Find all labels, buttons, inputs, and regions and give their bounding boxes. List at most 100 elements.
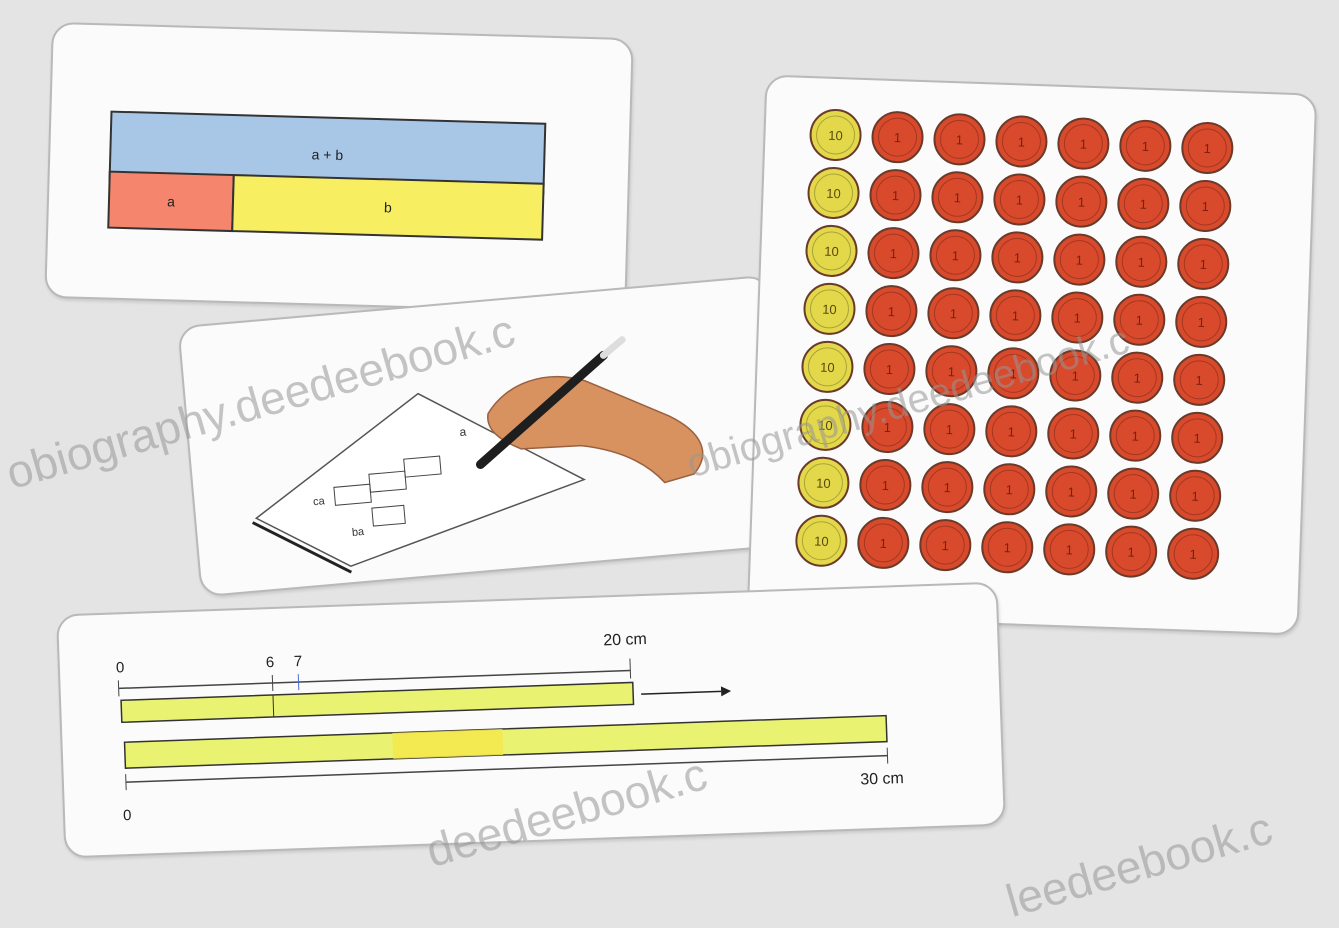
ones-counter (981, 521, 1034, 574)
ones-counter (861, 400, 914, 453)
ones-counter (1109, 409, 1162, 462)
counter-ring (1185, 186, 1225, 226)
ones-counter (1057, 117, 1110, 170)
ones-counter (869, 169, 922, 222)
counter-ring (1059, 240, 1099, 280)
ones-counter-label: 1 (1195, 373, 1203, 388)
ones-counter (859, 458, 912, 511)
counter-ring (1173, 534, 1213, 574)
ones-counter (1179, 179, 1232, 232)
ones-counter (1043, 523, 1096, 576)
tens-counter (797, 456, 850, 509)
counter-ring (1061, 182, 1101, 222)
ones-counter-label: 1 (1065, 542, 1073, 557)
counter-ring (1113, 474, 1153, 514)
ones-counter (931, 171, 984, 224)
ones-counter (1051, 291, 1104, 344)
ones-counter (1045, 465, 1098, 518)
counter-ring (1053, 413, 1093, 453)
ones-counter-label: 1 (1005, 482, 1013, 497)
top-scale-line (118, 669, 631, 690)
ones-counter-label: 1 (1075, 252, 1083, 267)
measure-card: 0 6 7 20 cm 30 cm 0 (56, 581, 1006, 859)
sketch-box-2 (368, 470, 407, 493)
sketch-label-mid: ca (313, 495, 326, 508)
strip-divider-6 (272, 694, 275, 717)
ones-counter-label: 1 (1016, 192, 1024, 207)
counter-ring (805, 405, 845, 445)
mark-6-label: 6 (266, 654, 275, 671)
ones-counter-label: 1 (1007, 424, 1015, 439)
bar-model-svg: a + b a b (107, 110, 547, 241)
ones-counter-label: 1 (952, 248, 960, 263)
counter-ring (991, 411, 1031, 451)
ones-counter (1113, 293, 1166, 346)
counter-ring (812, 231, 852, 271)
ones-counter (1171, 411, 1224, 464)
part-a-label: a (167, 193, 175, 209)
tens-counter-label: 10 (814, 534, 829, 549)
mark-7-label: 7 (294, 653, 303, 670)
tens-counter-label: 10 (828, 128, 843, 143)
ones-counter-label: 1 (890, 246, 898, 261)
arrow-line (641, 690, 722, 695)
tick-20 (629, 658, 632, 679)
ones-counter-label: 1 (1073, 310, 1081, 325)
counter-ring (939, 119, 979, 159)
tick-6 (271, 674, 274, 692)
ones-counter (1173, 353, 1226, 406)
counter-ring (927, 467, 967, 507)
ones-counter-label: 1 (943, 480, 951, 495)
counter-ring (1119, 300, 1159, 340)
tens-counter (803, 282, 856, 335)
ones-counter (925, 345, 978, 398)
counter-ring (801, 521, 841, 561)
pen (475, 350, 608, 470)
ones-counter (871, 111, 924, 164)
counter-ring (1179, 360, 1219, 400)
ones-counter (1181, 121, 1234, 174)
zero-label-top: 0 (116, 659, 125, 676)
ones-counter (1177, 237, 1230, 290)
measure-svg: 0 6 7 20 cm 30 cm 0 (116, 631, 905, 824)
ones-counter-label: 1 (892, 188, 900, 203)
ones-counter (933, 113, 986, 166)
counter-ring (863, 523, 903, 563)
ones-counter (863, 343, 916, 396)
counter-ring (993, 353, 1033, 393)
ones-counter-label: 1 (945, 422, 953, 437)
ones-counter (1119, 119, 1172, 172)
tens-counter (809, 109, 862, 162)
ones-counter-label: 1 (941, 538, 949, 553)
tens-counter-label: 10 (816, 476, 831, 491)
tens-counter (799, 398, 852, 451)
counter-ring (1125, 126, 1165, 166)
counter-ring (1187, 128, 1227, 168)
ones-counter-label: 1 (1080, 137, 1088, 152)
ones-counter (1047, 407, 1100, 460)
ones-counter-label: 1 (1003, 540, 1011, 555)
ones-counter-label: 1 (1077, 195, 1085, 210)
paper-edge (251, 521, 353, 574)
ones-counter (983, 463, 1036, 516)
strip-highlight (392, 729, 504, 759)
ones-counter-label: 1 (1009, 366, 1017, 381)
sketch-box-3 (403, 455, 442, 478)
ones-counter (1175, 295, 1228, 348)
whole-bar-label: a + b (311, 146, 343, 163)
ones-counter-label: 1 (1139, 197, 1147, 212)
ones-counter (989, 289, 1042, 342)
counter-ring (1117, 358, 1157, 398)
ones-counter (1055, 175, 1108, 228)
tens-counter-label: 10 (818, 418, 833, 433)
part-b-bar (231, 174, 545, 241)
sketch-label-low: ba (351, 526, 365, 539)
sketch-card: a ca ba (177, 274, 793, 598)
ones-counter (867, 227, 920, 280)
counter-ring (925, 525, 965, 565)
ones-counter (1111, 351, 1164, 404)
counter-ring (814, 173, 854, 213)
ones-counter-label: 1 (888, 304, 896, 319)
counter-ring (935, 235, 975, 275)
ones-counter-label: 1 (1203, 141, 1211, 156)
